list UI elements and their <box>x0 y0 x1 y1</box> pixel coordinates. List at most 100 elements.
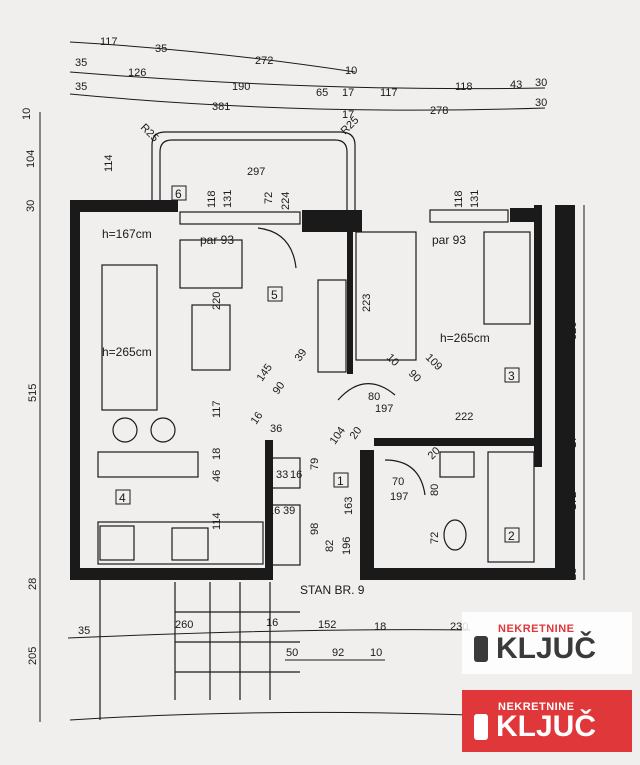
dimension-label: 30 <box>535 77 547 89</box>
dimension-label: 30 <box>563 208 575 220</box>
washbasin <box>439 451 475 478</box>
stool <box>150 417 176 443</box>
dimension-label: 16 <box>249 410 266 427</box>
room-number-box <box>267 286 283 302</box>
window <box>429 209 509 223</box>
balcony-outline <box>151 131 356 210</box>
dimension-label: 98 <box>309 523 321 535</box>
dimension-label: 10 <box>21 108 33 120</box>
dimension-line <box>69 41 356 73</box>
dimension-label: 131 <box>469 190 481 208</box>
balcony-outline <box>159 139 348 210</box>
dimension-label: 70 <box>392 476 404 488</box>
dimension-label: 126 <box>128 67 146 79</box>
dimension-label: 33 <box>276 469 288 481</box>
dimension-label: 35 <box>75 57 87 69</box>
dimension-label: 114 <box>211 512 223 530</box>
dimension-label: 278 <box>430 105 448 117</box>
sink <box>171 527 209 561</box>
dimension-label: 197 <box>390 491 408 503</box>
dimension-label: 18 <box>374 621 386 633</box>
dimension-label: 117 <box>380 87 398 99</box>
dimension-label: 260 <box>175 619 193 631</box>
dimension-label: 50 <box>286 647 298 659</box>
ceiling-height-note: h=265cm <box>440 331 490 345</box>
window <box>179 211 301 225</box>
door-swing <box>257 227 297 269</box>
dimension-label: 30 <box>25 200 37 212</box>
dimension-label: 163 <box>343 497 355 515</box>
dimension-line <box>69 93 546 111</box>
sofa <box>101 264 158 411</box>
door-swing <box>337 383 396 401</box>
dimension-label: 197 <box>375 403 393 415</box>
dimension-label: 10 <box>370 647 382 659</box>
dimension-label: 36 <box>270 423 282 435</box>
room-number: 2 <box>508 529 515 543</box>
watermark-logo: NEKRETNINE KLJUČ <box>462 612 632 674</box>
ceiling-height-note: h=265cm <box>102 345 152 359</box>
dimension-label: 17 <box>567 436 579 448</box>
dimension-label: 90 <box>271 380 288 397</box>
dimension-label: 114 <box>103 154 115 172</box>
key-icon <box>474 714 488 740</box>
dimension-label: 118 <box>455 81 473 93</box>
dimension-label: 104 <box>328 425 348 447</box>
dimension-label: 145 <box>255 362 275 384</box>
dimension-line <box>69 71 546 90</box>
room-number: 1 <box>337 474 344 488</box>
dimension-label: 118 <box>206 190 218 208</box>
room-number: 3 <box>508 369 515 383</box>
dimension-label: 222 <box>455 411 473 423</box>
dimension-label: 326 <box>567 322 579 340</box>
shaft <box>267 457 301 489</box>
dimension-label: 82 <box>324 540 336 552</box>
dimension-label: 72 <box>429 532 441 544</box>
dimension-label: 65 <box>316 87 328 99</box>
room-number-box <box>504 367 520 383</box>
dimension-label: 196 <box>341 537 353 555</box>
dimension-label: 117 <box>100 36 118 48</box>
key-icon <box>474 636 488 662</box>
dimension-label: R25 <box>138 122 161 145</box>
bed <box>355 231 417 361</box>
dimension-label: 80 <box>368 391 380 403</box>
apartment-label: STAN BR. 9 <box>300 583 365 597</box>
dimension-label: 79 <box>309 458 321 470</box>
dimension-label: 224 <box>280 192 292 210</box>
watermark-logo: NEKRETNINE KLJUČ <box>462 690 632 752</box>
dimension-label: 39 <box>283 505 295 517</box>
dimension-label: 28 <box>27 578 39 590</box>
dimension-label: 118 <box>453 190 465 208</box>
room-number-box <box>504 527 520 543</box>
dimension-label: 515 <box>27 384 39 402</box>
dimension-line <box>67 629 471 639</box>
dimension-label: 80 <box>429 484 441 496</box>
kitchen-counter <box>97 521 264 565</box>
room-number: 4 <box>119 491 126 505</box>
dimension-label: 46 <box>211 470 223 482</box>
wardrobe <box>317 279 347 373</box>
watermark-big-text: KLJUČ <box>496 632 597 665</box>
dimension-label: 172 <box>567 492 579 510</box>
dimension-label: 190 <box>232 81 250 93</box>
dimension-label: 109 <box>423 352 444 373</box>
room-number-box <box>333 472 349 488</box>
stool <box>112 417 138 443</box>
ceiling-height-note: h=167cm <box>102 227 152 241</box>
dimension-label: 104 <box>25 150 37 168</box>
dimension-label: 152 <box>318 619 336 631</box>
dimension-label: 220 <box>211 292 223 310</box>
dimension-label: 272 <box>255 55 273 67</box>
stairs <box>99 580 300 720</box>
dimension-label: 381 <box>212 101 230 113</box>
dimension-label: 205 <box>27 647 39 665</box>
dimension-label: 90 <box>406 368 423 385</box>
dimension-label: 10 <box>345 65 357 77</box>
dimension-label: 28 <box>567 568 579 580</box>
dimension-label: 223 <box>361 294 373 312</box>
door-swing <box>384 459 426 496</box>
desk <box>483 231 531 325</box>
toilet <box>443 519 467 551</box>
